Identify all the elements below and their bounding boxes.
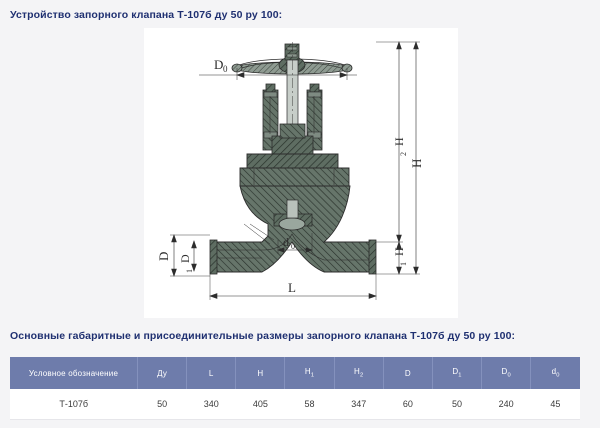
column-header-label: Ду [157, 368, 168, 378]
column-header-label: H [304, 367, 311, 377]
column-header-label: H [354, 367, 360, 377]
column-header-label: H [257, 368, 264, 378]
svg-text:H: H [392, 247, 406, 256]
column-header-h2: H2 [334, 357, 384, 389]
dimensions-table: Условное обозначение Ду L H H1 H2 [10, 357, 580, 420]
column-header-subscript: 1 [310, 372, 315, 379]
dimensions-table-head: Условное обозначение Ду L H H1 H2 [10, 357, 580, 389]
cell-designation: Т-107б [10, 389, 138, 420]
svg-text:D: D [156, 252, 171, 261]
column-header-subscript: 0 [507, 372, 511, 379]
svg-text:1: 1 [185, 269, 194, 273]
valve-cross-section-drawing: D 0 H H [144, 28, 458, 318]
cell-l: 340 [186, 389, 236, 420]
packing-gland [271, 123, 314, 157]
svg-text:0: 0 [223, 64, 228, 74]
svg-text:1: 1 [399, 262, 408, 266]
svg-text:H: H [409, 159, 424, 168]
column-header-subscript: 0 [556, 372, 560, 379]
column-header-d1: D1 [432, 357, 483, 389]
column-header-l: L [186, 357, 237, 389]
drawing-section-heading: Устройство запорного клапана Т-107б ду 5… [10, 9, 283, 21]
column-header-label: D [404, 368, 411, 378]
column-header-label: Условное обозначение [28, 368, 119, 378]
dimension-D1: D 1 [178, 240, 197, 273]
dimension-D0: D 0 [199, 57, 357, 80]
dimension-H2: H 2 [376, 41, 408, 243]
column-header-du: Ду [137, 357, 188, 389]
cell-d1: 50 [432, 389, 482, 420]
table-header-row: Условное обозначение Ду L H H1 H2 [10, 357, 580, 389]
dimension-d0: d 0 [277, 233, 313, 254]
cell-h2: 347 [334, 389, 384, 420]
cell-h: 405 [235, 389, 285, 420]
svg-text:2: 2 [399, 152, 408, 156]
svg-text:d: d [283, 235, 289, 249]
dimension-H: H [376, 41, 424, 275]
valve-technical-drawing-panel: D 0 H H [144, 28, 458, 318]
column-header-subscript: 1 [458, 372, 462, 379]
table-section-heading: Основные габаритные и присоединительные … [10, 330, 516, 342]
svg-text:D: D [214, 57, 223, 72]
dimensions-table-body: Т-107б 50 340 405 58 347 60 50 240 45 [10, 389, 580, 420]
bonnet-flange [239, 153, 350, 189]
column-header-d: D [383, 357, 433, 389]
column-header-label: L [208, 368, 214, 378]
dimension-H1: H 1 [392, 241, 408, 275]
column-header-small-d0: d0 [530, 357, 580, 389]
column-header-subscript: 2 [359, 372, 364, 379]
cell-small-d0: 45 [530, 389, 580, 420]
cell-d: 60 [383, 389, 433, 420]
svg-text:D: D [178, 254, 192, 263]
column-header-designation: Условное обозначение [10, 357, 138, 389]
dimension-L: L [209, 274, 377, 300]
column-header-h1: H1 [284, 357, 335, 389]
cell-d0: 240 [481, 389, 531, 420]
column-header-h: H [235, 357, 286, 389]
valve-body [209, 185, 377, 275]
svg-text:L: L [288, 280, 296, 295]
column-header-label: D [452, 367, 459, 377]
svg-text:H: H [392, 137, 406, 146]
table-row: Т-107б 50 340 405 58 347 60 50 240 45 [10, 389, 580, 420]
yoke-columns [262, 83, 323, 151]
cell-h1: 58 [284, 389, 335, 420]
column-header-d0: D0 [481, 357, 532, 389]
column-header-label: d [551, 367, 557, 377]
dimension-D: D [156, 234, 210, 277]
svg-text:0: 0 [291, 242, 295, 251]
column-header-label: D [501, 367, 508, 377]
cell-du: 50 [137, 389, 187, 420]
